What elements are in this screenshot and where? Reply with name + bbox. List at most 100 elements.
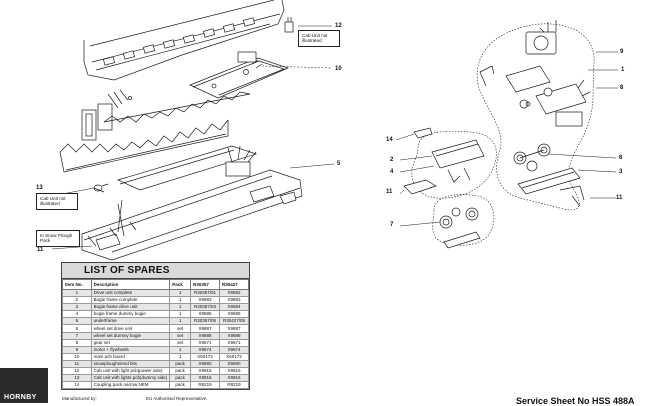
spares-cell-item-no: 2 [62,296,92,305]
callout-4: 4 [390,169,394,175]
callout-8: 8 [620,85,624,91]
underframe-drawing [81,145,303,261]
spares-cell-pack: set [169,338,192,347]
eu-authorised-rep: EU Authorised Representative: [146,396,208,401]
spares-cell-pack: set [169,331,192,340]
header-r30357: R30357 [190,279,221,290]
spares-cell-r30357-part: R30357/03 [190,303,221,312]
callout-7: 7 [390,222,394,228]
callout-10: 10 [335,66,342,72]
spares-cell-description: gear set [90,338,171,347]
spares-cell-pack: pack [169,374,192,383]
coupling-drawing [413,127,433,139]
callout-6: 6 [619,155,623,161]
spares-cell-item-no: 11 [62,359,92,369]
callout-12: 12 [335,23,342,29]
service-sheet-number: Service Sheet No HSS 488A [516,396,635,406]
spares-list: LIST OF SPARES Item No. Description Pack… [61,262,250,391]
spares-cell-pack: 1 [169,303,192,312]
spares-cell-pack: pack [169,359,192,369]
spares-cell-item-no: 4 [62,310,92,319]
spares-cell-pack: 1 [169,296,192,305]
spares-title: LIST OF SPARES [62,263,249,279]
ballast-plate-drawing [117,145,258,191]
spares-cell-r30427-part: X9883 [219,296,249,305]
spares-cell-item-no: 14 [62,381,92,390]
spares-cell-r30357-part: X9916 [190,374,221,383]
spares-cell-r30427-part: X9884 [219,303,249,312]
spares-cell-description: Bogie frame drive unit [90,303,171,312]
spares-cell-item-no: 7 [62,331,92,340]
spares-cell-description: Bogie frame complete [90,296,171,305]
spares-cell-item-no: 5 [62,317,92,326]
drive-wheelset-drawing [513,143,551,172]
spares-cell-description: bogie frame dummy bogie [90,310,171,319]
spares-cell-description: Cab unit with light pcb(power side) [90,367,171,376]
bogie-frame-lower-drawing [517,167,585,207]
drive-bogie-drawing [479,65,591,127]
motor-drawing [525,20,557,55]
spares-cell-description: wheel set drive unit [90,324,171,333]
note-cab-unit-power: Cab Unit not illustrated [298,30,340,47]
spares-cell-description: Cab unit with lights pcb(dummy side) [90,374,171,383]
callout-14: 14 [386,137,393,143]
spares-cell-r30357-part: X9890 [190,359,221,369]
spares-cell-description: wheel set dummy bogie [90,331,171,340]
header-description: Description [90,279,171,290]
cab-light-drawing [284,17,294,33]
note-snow-plough: In Snow Plough Pack [36,230,80,247]
brand-name: HORNBY [4,394,37,401]
spares-cell-item-no: 6 [62,324,92,333]
spares-cell-item-no: 12 [62,367,92,376]
callout-11: 11 [616,195,623,201]
spares-cell-r30427-part: X9890 [219,359,249,369]
spares-header-row: Item No. Description Pack R30357 R30427 [62,279,249,290]
callout-9: 9 [620,49,624,55]
spares-cell-r30357-part: X9671 [190,338,221,347]
spares-cell-r30357-part: R30357/01 [190,288,221,298]
spares-cell-pack: set [169,324,192,333]
spares-cell-r30427-part: X9887 [219,324,249,333]
spares-cell-description: Coupling pack narrow NEM [90,381,171,390]
header-pack: Pack [169,279,192,290]
callout-3: 3 [619,169,623,175]
spares-cell-r30427-part: X9674 [219,345,249,354]
spares-cell-r30427-part: X9882 [219,288,249,298]
header-r30427: R30427 [219,279,249,290]
spares-cell-r30357-part: R30357/05 [190,317,221,326]
spares-cell-r30427-part: R8219 [219,381,249,390]
callout-13: 13 [36,185,43,191]
spares-cell-r30427-part: X9885 [219,310,249,319]
spares-cell-item-no: 10 [62,352,92,361]
callout-11: 11 [386,189,393,195]
note-cab-unit-dummy: Cab Unit not illustrated [36,193,78,210]
callout-11: 11 [37,247,44,253]
callout-2: 2 [390,157,394,163]
manufactured-by: Manufactured by: [62,396,97,401]
spares-cell-description: motor + flywheels [90,345,171,354]
spares-cell-r30357-part: X9888 [190,331,221,340]
body-shell-drawing [83,0,285,81]
spares-cell-pack: 1 [169,352,192,361]
spares-cell-r30427-part: X50172 [219,352,249,361]
spares-cell-item-no: 9 [62,345,92,354]
spares-cell-pack: 1 [169,317,192,326]
spares-cell-r30427-part: R30427/05 [219,317,249,326]
spares-cell-r30357-part: R8219 [190,381,221,390]
dummy-bogie-drawing [431,139,485,183]
spares-cell-item-no: 13 [62,374,92,383]
spares-cell-description: snowploughs/end bits [90,359,171,369]
spares-cell-r30357-part: X9883 [190,296,221,305]
header-item-no: Item No. [62,279,92,290]
light-parts-drawing [81,89,132,141]
